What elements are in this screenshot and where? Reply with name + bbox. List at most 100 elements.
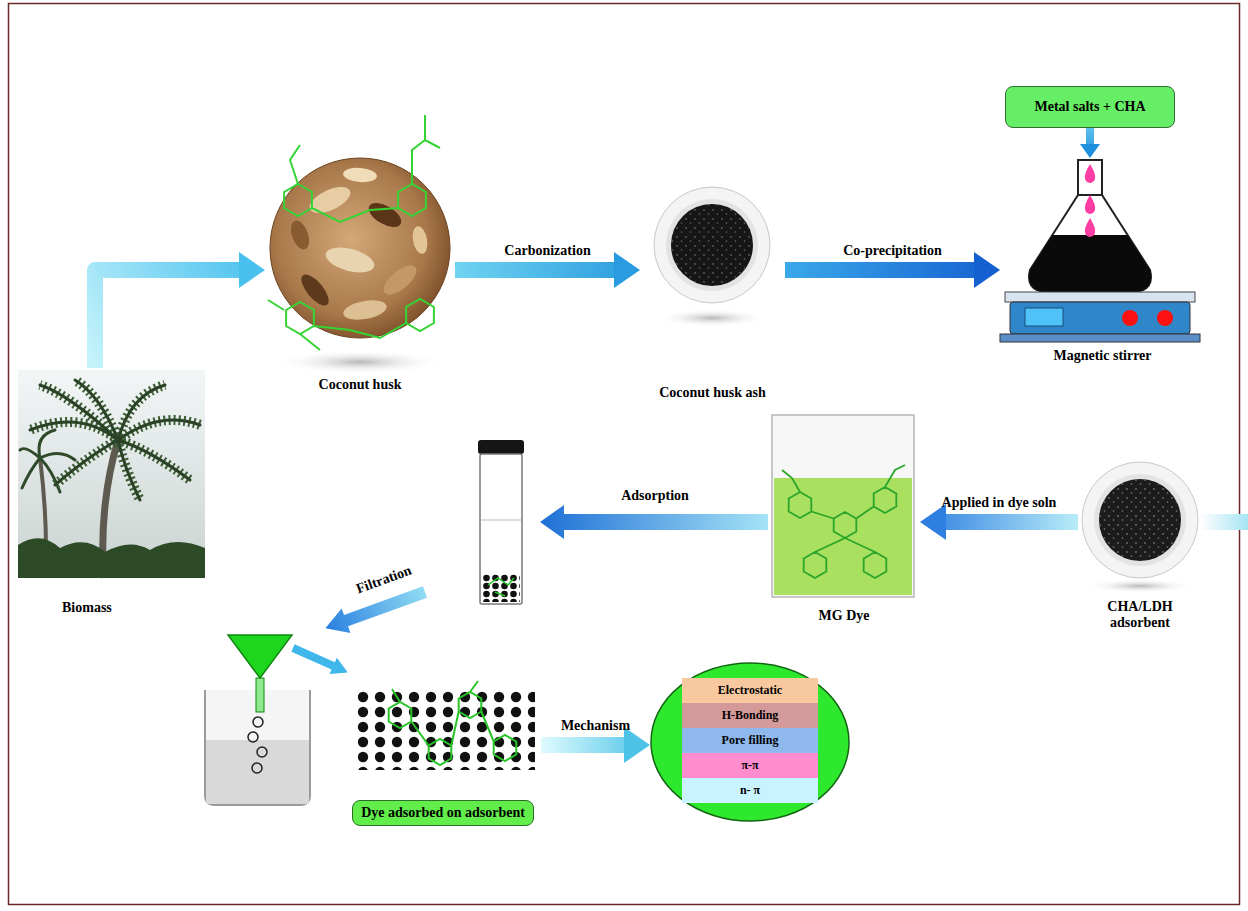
flask-suspension [1029, 235, 1151, 292]
caption-box: Dye adsorbed on adsorbent [352, 800, 534, 826]
frame-border [9, 4, 1240, 905]
husk-chunk [306, 182, 354, 219]
edge-label: Carbonization [504, 243, 590, 259]
ellipse-shape [651, 663, 849, 821]
stirrer-base [1000, 334, 1200, 342]
node-label: π-π [741, 759, 758, 773]
reagent-drop [1085, 164, 1095, 183]
drop [248, 732, 258, 742]
adsorbent-texture [1099, 479, 1181, 561]
node-label: CHA/LDH adsorbent [1093, 599, 1188, 631]
stirrer-knob [1157, 310, 1173, 326]
node-label: Magnetic stirrer [1053, 348, 1151, 364]
filtrate [206, 740, 309, 804]
drop-shadow [275, 350, 445, 374]
photo-panel: Biomass [18, 368, 206, 620]
adsorbent-sample [1099, 479, 1181, 561]
vial-liquid-line [481, 520, 521, 521]
flow-arrow [541, 737, 624, 753]
photo-foliage [18, 538, 205, 578]
reagent-drop [1085, 195, 1095, 214]
adsorbent-particles [355, 690, 535, 770]
ash-texture [671, 204, 753, 286]
dye-structure [782, 465, 905, 578]
petri-dish-rim [666, 199, 758, 291]
process-arrow [540, 505, 768, 539]
petri-dish-rim [1094, 474, 1186, 566]
funnel [228, 635, 292, 678]
beaker [772, 415, 914, 597]
mechanism-ellipse: ElectrostaticH-BondingPore filling π-π n- … [650, 662, 850, 822]
apparatus-panel: Magnetic stirrer [1000, 158, 1205, 368]
image-panel: Dye adsorbed on adsorbent [345, 684, 541, 826]
mechanism-band: Pore filling [682, 728, 818, 753]
flow-arrow [785, 262, 974, 278]
dye-structure [488, 578, 514, 596]
edge-label: Mechanism [561, 718, 630, 734]
node-label: MG Dye [819, 608, 870, 624]
node-label: n- π [740, 784, 760, 798]
palm-fronds [30, 380, 200, 500]
vial [480, 454, 522, 604]
drop [257, 747, 267, 757]
node-label: Biomass [62, 600, 112, 616]
ash-sample [671, 204, 753, 286]
reagent-drop [1085, 218, 1095, 237]
flow-band [1200, 514, 1248, 530]
mechanism-band: π-π [682, 753, 818, 778]
vial-cap [478, 440, 524, 454]
drop-shadow [657, 309, 767, 327]
husk-chunk [379, 260, 421, 300]
husk-chunk [411, 225, 430, 255]
image-panel: CHA/LDH adsorbent [1078, 455, 1202, 635]
drop [252, 763, 262, 773]
node-label: Metal salts + CHA [1034, 99, 1145, 115]
image-panel: Coconut husk ash [640, 180, 785, 405]
node-label: Coconut husk [319, 377, 402, 393]
mechanism-band: n- π [682, 778, 818, 803]
husk-chunk [323, 243, 377, 277]
flow-arrow [1086, 128, 1094, 144]
palm-leaflets [30, 380, 200, 500]
flow-arrow [455, 262, 614, 278]
step-label: Adsorption [621, 488, 689, 504]
beaker-panel: MG Dye [768, 410, 920, 628]
petri-dish [1082, 462, 1198, 578]
image-panel: Coconut husk [265, 135, 455, 397]
lignin-structure [268, 115, 440, 350]
stirrer-knob [1122, 310, 1138, 326]
photo-sky [18, 370, 205, 578]
step-label: Filtration [354, 563, 414, 598]
husk-chunk [287, 218, 312, 252]
stirrer-body [1010, 302, 1190, 334]
node-label: H-Bonding [722, 709, 779, 723]
node-label: Coconut husk ash [659, 385, 766, 401]
palm-fronds [20, 430, 75, 492]
edge-label: Applied in dye soln [942, 495, 1057, 511]
process-arrow-group [289, 640, 351, 681]
drop-shadow [1085, 579, 1195, 593]
drop [253, 717, 263, 727]
funnel-stem [256, 678, 264, 712]
husk-chunk [342, 167, 377, 184]
process-arrow [289, 640, 351, 681]
node-label: Pore filling [722, 734, 779, 748]
petri-dish [654, 187, 770, 303]
mechanism-band: Electrostatic [682, 678, 818, 703]
stirrer-display [1025, 308, 1063, 326]
husk-chunk [342, 297, 388, 322]
flow-arrow [95, 270, 239, 368]
flow-arrow [946, 514, 1078, 530]
mechanism-band: H-Bonding [682, 703, 818, 728]
flask-neck [1078, 160, 1102, 196]
settled-adsorbent [482, 574, 520, 602]
flask-body [1029, 195, 1151, 292]
node-label: Electrostatic [718, 684, 782, 698]
reagent-box: Metal salts + CHA [1005, 86, 1175, 128]
stirrer-plate [1005, 292, 1195, 302]
edge-label: Co-precipitation [843, 243, 942, 259]
dye-structure [389, 681, 517, 765]
